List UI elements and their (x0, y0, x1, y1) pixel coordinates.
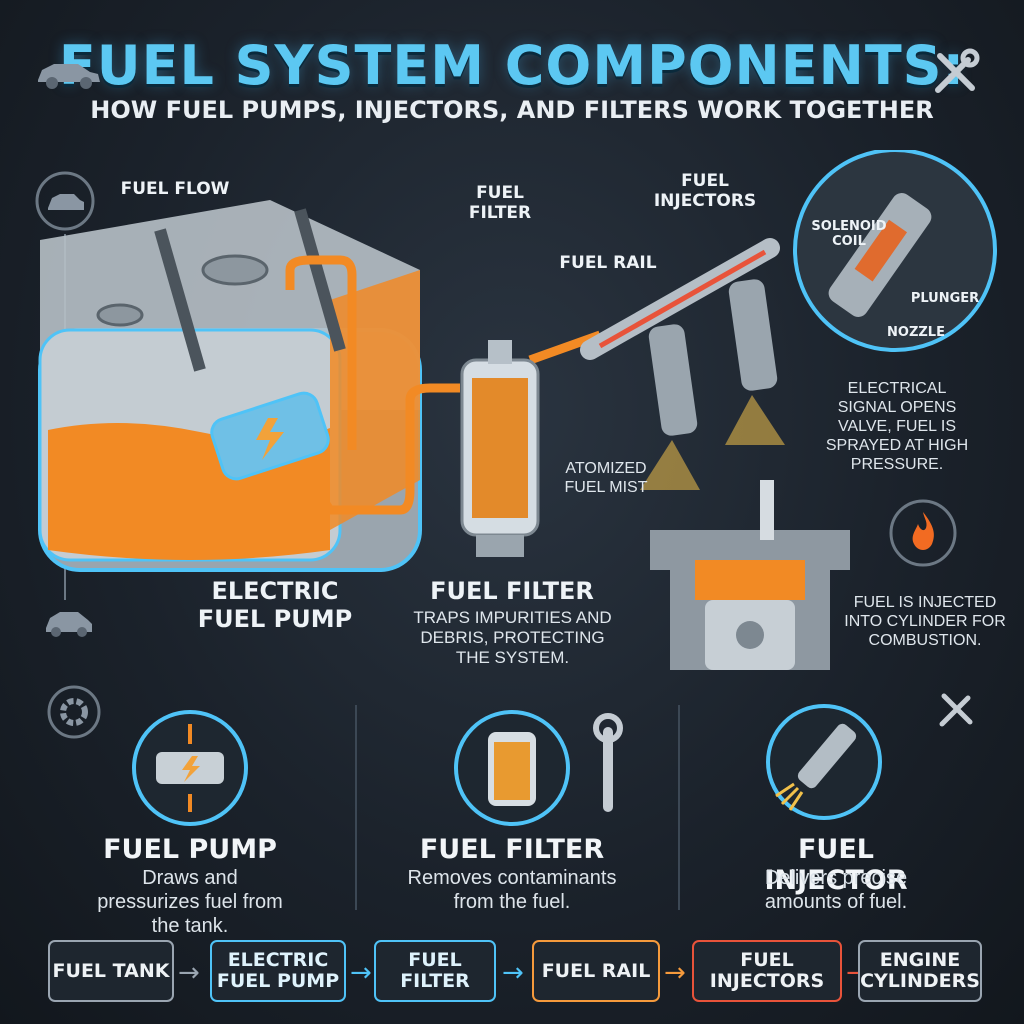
label-nozzle: NOZZLE (887, 325, 945, 340)
filter-note: TRAPS IMPURITIES AND DEBRIS, PROTECTING … (413, 608, 612, 668)
flow-step-fuel-rail: FUEL RAIL (532, 940, 660, 1002)
divider (678, 705, 680, 910)
label-fuel-filter-main: FUEL FILTER (430, 577, 594, 605)
flow-step-fuel-tank: FUEL TANK (48, 940, 174, 1002)
label-fuel-filter: FUEL FILTER (468, 183, 532, 223)
label-fuel-flow: FUEL FLOW (120, 179, 230, 199)
flow-arrow: → (502, 958, 524, 988)
page-title: FUEL SYSTEM COMPONENTS: (58, 34, 966, 97)
lightning-icon (256, 418, 284, 460)
injector-note: ELECTRICAL SIGNAL OPENS VALVE, FUEL IS S… (825, 380, 969, 473)
label-plunger: PLUNGER (910, 291, 980, 306)
flow-arrow: → (178, 958, 200, 988)
card-title-fuel-pump: FUEL PUMP (103, 834, 277, 865)
flow-step-electric-fuel-pump: ELECTRIC FUEL PUMP (210, 940, 346, 1002)
electric-fuel-pump (210, 391, 330, 481)
car-icon (38, 64, 100, 89)
flow-arrow: → (350, 958, 372, 988)
card-title-fuel-injector: FUEL INJECTOR (764, 834, 908, 896)
flow-step-fuel-injectors: FUEL INJECTORS (692, 940, 842, 1002)
label-atomized-fuel-mist: ATOMIZED FUEL MIST (564, 460, 648, 496)
wrench-icon (593, 713, 623, 812)
fuel-injector-icon (766, 704, 882, 820)
wrench-screwdriver-icon (935, 48, 980, 93)
label-solenoid-coil: SOLENOID COIL (811, 219, 887, 249)
flow-arrow: → (664, 958, 686, 988)
label-fuel-rail: FUEL RAIL (559, 253, 657, 273)
wrench-screwdriver-icon (939, 693, 973, 727)
divider (355, 705, 357, 910)
flow-step-fuel-filter: FUEL FILTER (374, 940, 496, 1002)
injector-detail-view (793, 150, 997, 352)
fuel-rail-assembly (580, 238, 780, 436)
label-fuel-injectors: FUEL INJECTORS (653, 171, 757, 211)
car-icon (46, 612, 92, 637)
flow-step-engine-cylinders: ENGINE CYLINDERS (858, 940, 982, 1002)
flame-icon (889, 499, 957, 567)
card-title-fuel-filter: FUEL FILTER (419, 834, 605, 865)
engine-cylinder (650, 480, 850, 670)
page-subtitle: HOW FUEL PUMPS, INJECTORS, AND FILTERS W… (90, 96, 934, 124)
card-desc-fuel-injector: Delivers precise amounts of fuel. (764, 867, 908, 913)
gear-icon (47, 685, 101, 739)
card-desc-fuel-pump: Draws and pressurizes fuel from the tank… (97, 867, 283, 937)
fuel-pump-icon (132, 710, 248, 826)
fuel-filter-icon (454, 710, 570, 826)
card-desc-fuel-filter: Removes contaminants from the fuel. (407, 867, 617, 913)
cylinder-note: FUEL IS INJECTED INTO CYLINDER FOR COMBU… (844, 594, 1006, 649)
label-electric-fuel-pump: ELECTRIC FUEL PUMP (197, 577, 353, 633)
fuel-filter-canister (460, 340, 540, 557)
fuel-system-diagram (38, 150, 997, 670)
car-icon (35, 171, 95, 231)
